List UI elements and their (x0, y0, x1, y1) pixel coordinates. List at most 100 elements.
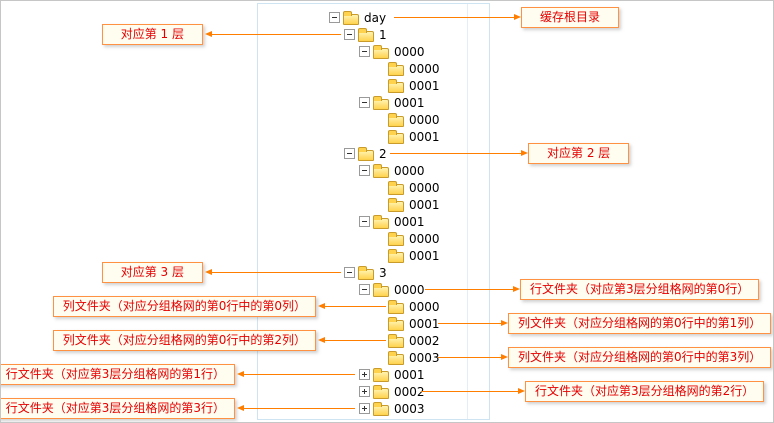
arrow-row-1 (237, 371, 355, 377)
arrow-col-2 (318, 337, 386, 343)
folder-icon (388, 316, 404, 331)
callout-cache-root-dir: 缓存根目录 (521, 7, 620, 28)
folder-label[interactable]: 3 (379, 265, 387, 280)
folder-icon (358, 146, 374, 161)
folder-icon (388, 78, 404, 93)
tree-node[interactable]: 0000 (329, 111, 440, 128)
folder-label[interactable]: 0001 (409, 316, 440, 331)
tree-node[interactable]: 0001 (329, 213, 440, 230)
folder-label[interactable]: 0000 (394, 163, 425, 178)
folder-icon (388, 350, 404, 365)
folder-label[interactable]: day (364, 10, 387, 25)
folder-label[interactable]: 0001 (394, 214, 425, 229)
folder-icon (343, 10, 359, 25)
arrow-cache-root-dir (394, 14, 521, 20)
tree-node[interactable]: 0000 (329, 60, 440, 77)
collapse-toggle-icon[interactable] (359, 284, 370, 295)
folder-icon (373, 214, 389, 229)
folder-label[interactable]: 0003 (409, 350, 440, 365)
tree-node[interactable]: 0001 (329, 94, 440, 111)
folder-label[interactable]: 0001 (409, 248, 440, 263)
callout-row-1: 行文件夹（对应第3层分组格网的第1行） (1, 364, 235, 385)
folder-label[interactable]: 0000 (409, 61, 440, 76)
folder-tree: day 1 0000 0000 0001 0001 0000 0001 2 00… (329, 9, 440, 417)
folder-label[interactable]: 2 (379, 146, 387, 161)
tree-node[interactable]: 0000 (329, 281, 440, 298)
callout-col-0: 列文件夹（对应分组格网的第0行中的第0列） (52, 296, 316, 317)
tree-node[interactable]: 0001 (329, 366, 440, 383)
folder-label[interactable]: 0002 (394, 384, 425, 399)
tree-node[interactable]: 0000 (329, 43, 440, 60)
folder-icon (373, 384, 389, 399)
folder-label[interactable]: 0000 (409, 112, 440, 127)
folder-icon (373, 44, 389, 59)
folder-icon (388, 248, 404, 263)
folder-icon (388, 231, 404, 246)
tree-node[interactable]: 0001 (329, 247, 440, 264)
folder-icon (373, 95, 389, 110)
collapse-toggle-icon[interactable] (359, 216, 370, 227)
arrow-row-2 (421, 388, 525, 394)
folder-icon (373, 163, 389, 178)
folder-label[interactable]: 0001 (394, 367, 425, 382)
folder-icon (373, 367, 389, 382)
tree-node[interactable]: 0000 (329, 298, 440, 315)
folder-icon (373, 282, 389, 297)
tree-node[interactable]: 0001 (329, 315, 440, 332)
folder-icon (358, 27, 374, 42)
tree-node[interactable]: 0002 (329, 332, 440, 349)
folder-label[interactable]: 0002 (409, 333, 440, 348)
tree-node[interactable]: 0002 (329, 383, 440, 400)
collapse-toggle-icon[interactable] (344, 267, 355, 278)
tree-node[interactable]: 0001 (329, 196, 440, 213)
folder-label[interactable]: 0003 (394, 401, 425, 416)
callout-layer-2: 对应第 2 层 (528, 143, 630, 164)
tree-node[interactable]: 0000 (329, 230, 440, 247)
expand-toggle-icon[interactable] (359, 369, 370, 380)
folder-label[interactable]: 0000 (409, 231, 440, 246)
tree-node[interactable]: 0003 (329, 400, 440, 417)
collapse-toggle-icon[interactable] (359, 165, 370, 176)
collapse-toggle-icon[interactable] (344, 29, 355, 40)
tree-node[interactable]: 0000 (329, 179, 440, 196)
collapse-toggle-icon[interactable] (344, 148, 355, 159)
tree-node[interactable]: 0001 (329, 77, 440, 94)
tree-node[interactable]: 0003 (329, 349, 440, 366)
tree-node-day[interactable]: day (329, 9, 440, 26)
folder-label[interactable]: 0001 (409, 78, 440, 93)
folder-icon (388, 197, 404, 212)
folder-label[interactable]: 0001 (409, 129, 440, 144)
folder-label[interactable]: 0000 (409, 299, 440, 314)
tree-node[interactable]: 2 (329, 145, 440, 162)
folder-label[interactable]: 0000 (409, 180, 440, 195)
callout-row-3: 行文件夹（对应第3层分组格网的第3行） (1, 398, 235, 419)
folder-label[interactable]: 0001 (394, 95, 425, 110)
arrow-layer-1 (205, 31, 341, 37)
folder-icon (388, 129, 404, 144)
folder-icon (388, 61, 404, 76)
arrow-layer-3 (205, 269, 341, 275)
tree-node[interactable]: 0000 (329, 162, 440, 179)
tree-node[interactable]: 0001 (329, 128, 440, 145)
tree-node[interactable]: 1 (329, 26, 440, 43)
collapse-toggle-icon[interactable] (329, 12, 340, 23)
panel-divider-line (467, 4, 468, 419)
callout-col-1: 列文件夹（对应分组格网的第0行中的第1列） (508, 313, 772, 334)
collapse-toggle-icon[interactable] (359, 97, 370, 108)
tree-node[interactable]: 3 (329, 264, 440, 281)
folder-label[interactable]: 0000 (394, 282, 425, 297)
collapse-toggle-icon[interactable] (359, 46, 370, 57)
callout-col-3: 列文件夹（对应分组格网的第0行中的第3列） (508, 347, 772, 368)
callout-row-2: 行文件夹（对应第3层分组格网的第2行） (525, 381, 765, 402)
arrow-col-0 (318, 303, 386, 309)
folder-label[interactable]: 1 (379, 27, 387, 42)
folder-label[interactable]: 0000 (394, 44, 425, 59)
expand-toggle-icon[interactable] (359, 403, 370, 414)
arrow-col-1 (438, 320, 508, 326)
folder-label[interactable]: 0001 (409, 197, 440, 212)
folder-icon (373, 401, 389, 416)
arrow-row-0 (425, 286, 520, 292)
expand-toggle-icon[interactable] (359, 386, 370, 397)
folder-icon (388, 333, 404, 348)
